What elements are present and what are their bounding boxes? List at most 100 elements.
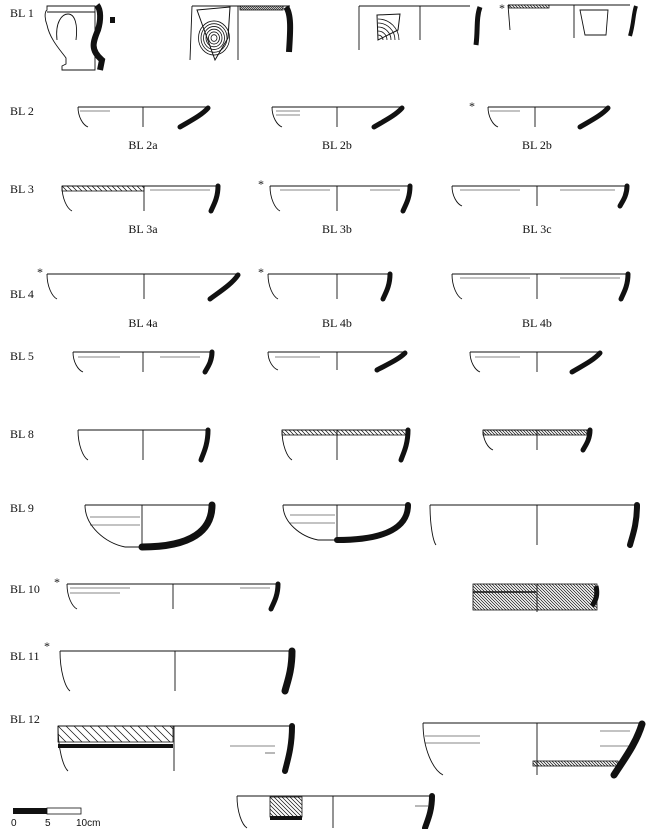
cup-section	[90, 3, 106, 71]
cup-decoration	[56, 13, 78, 41]
sherd-section	[569, 350, 603, 375]
spiral-ring	[210, 34, 218, 42]
hatch-line	[277, 796, 299, 818]
vessel-profile	[451, 271, 631, 302]
vessel-profile	[451, 183, 630, 209]
hatch-line	[273, 796, 295, 818]
hatch-line	[545, 583, 573, 611]
hatch-line	[528, 429, 535, 436]
hatch-line	[380, 429, 387, 436]
hatch-line	[57, 733, 67, 743]
hatch-line	[509, 583, 537, 611]
scale-bar-black-segment	[13, 808, 47, 814]
vessel-profile	[422, 720, 646, 779]
vessel-profile	[57, 723, 295, 774]
arc-line	[377, 18, 400, 41]
painted-band	[58, 744, 173, 748]
hatch-line	[542, 583, 570, 611]
hatch-line	[360, 429, 367, 436]
hatch-line	[472, 600, 483, 611]
hatch-line	[344, 429, 351, 436]
scale-label-0: 0	[11, 818, 17, 829]
hatched-panel	[269, 796, 303, 818]
hatch-line	[570, 429, 577, 436]
hatch-line	[288, 429, 295, 436]
vessel-profile	[482, 427, 593, 453]
hatch-line	[73, 725, 91, 743]
hatch-line	[472, 597, 486, 611]
outer-contour	[61, 185, 73, 212]
hatch-line	[269, 5, 275, 11]
sherd-section	[580, 427, 593, 453]
hatch-line	[472, 591, 492, 611]
sherd-section	[207, 272, 241, 302]
hatch-line	[530, 583, 558, 611]
hatch-line	[71, 185, 78, 192]
hatch-line	[243, 5, 249, 11]
hatch-line	[544, 4, 549, 9]
hatch-line	[513, 429, 520, 436]
hatch-line	[113, 725, 131, 743]
hatch-line	[611, 760, 618, 767]
hatch-line	[308, 429, 315, 436]
outer-contour	[46, 273, 58, 300]
hatch-line	[169, 725, 174, 730]
hatch-line	[576, 429, 583, 436]
hatch-line	[281, 430, 287, 436]
hatch-line	[267, 5, 273, 11]
row-label-bl10: BL 10	[10, 582, 40, 596]
row-label-bl5: BL 5	[10, 349, 34, 363]
hatch-line	[557, 583, 585, 611]
hatch-line	[269, 804, 283, 818]
hatch-line	[161, 725, 174, 738]
row-label-bl12: BL 12	[10, 712, 40, 726]
outer-contour	[57, 725, 69, 772]
hatch-line	[273, 5, 279, 11]
vessel-profile	[269, 183, 413, 214]
hatch-line	[538, 4, 543, 9]
hatch-line	[547, 4, 550, 7]
hatch-line	[551, 760, 558, 767]
hatch-line	[486, 429, 493, 436]
scale-bar-white-segment	[46, 807, 82, 815]
hatch-line	[573, 429, 580, 436]
hatch-line	[602, 760, 609, 767]
spiral-panel	[196, 6, 231, 62]
hatch-line	[608, 760, 615, 767]
hatch-line	[518, 583, 546, 611]
hatch-line	[66, 185, 73, 192]
hatch-line	[508, 4, 513, 9]
arc-line	[377, 34, 384, 41]
hatch-line	[551, 583, 579, 611]
spiral-ring	[200, 23, 228, 53]
hatch-line	[557, 760, 564, 767]
rim-hatch-band	[482, 429, 588, 436]
caption-bl2a: BL 2a	[128, 138, 158, 152]
vessel-profile	[236, 793, 435, 829]
hatch-line	[384, 429, 391, 436]
row-label-bl2: BL 2	[10, 104, 34, 118]
hatch-line	[239, 7, 243, 11]
caption-bl4a: BL 4a	[128, 316, 158, 330]
vessel-profile	[77, 105, 211, 130]
hatch-line	[472, 585, 498, 611]
hatch-line	[483, 429, 490, 436]
hatch-line	[575, 760, 582, 767]
hatch-line	[548, 760, 555, 767]
outer-contour	[451, 185, 463, 207]
hatch-line	[554, 583, 582, 611]
hatch-line	[605, 760, 612, 767]
hatch-line	[504, 429, 511, 436]
caption-bl3c: BL 3c	[522, 222, 551, 236]
spiral-ring	[205, 28, 223, 48]
hatch-line	[356, 429, 363, 436]
outer-contour	[236, 795, 248, 829]
rim-band	[508, 4, 550, 9]
hatch-line	[540, 429, 547, 436]
rim-hatch-band	[61, 185, 145, 192]
hatch-line	[581, 760, 588, 767]
sherd-section	[177, 105, 211, 130]
hatch-line	[476, 583, 504, 611]
hatch-line	[590, 760, 597, 767]
band-outline	[57, 725, 174, 743]
